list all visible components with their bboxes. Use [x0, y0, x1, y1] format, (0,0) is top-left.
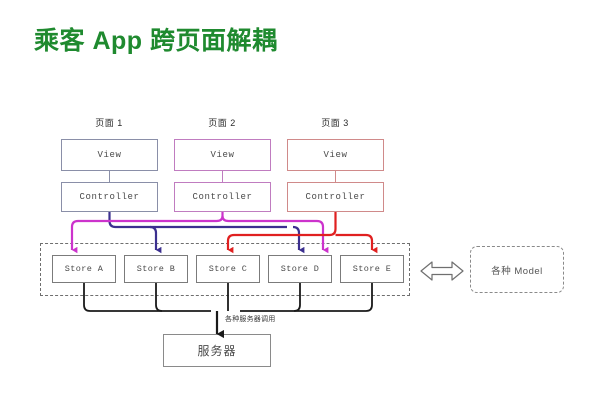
store-box-b[interactable]: Store B: [124, 255, 188, 283]
controller-box-page-2[interactable]: Controller: [174, 182, 271, 212]
view-box-page-3[interactable]: View: [287, 139, 384, 171]
store-box-c[interactable]: Store C: [196, 255, 260, 283]
page-label-1: 页面 1: [95, 118, 123, 128]
store-box-d[interactable]: Store D: [268, 255, 332, 283]
view-box-page-2[interactable]: View: [174, 139, 271, 171]
controller-box-page-1[interactable]: Controller: [61, 182, 158, 212]
page-label-2: 页面 2: [208, 118, 236, 128]
store-box-a[interactable]: Store A: [52, 255, 116, 283]
page-title: 乘客 App 跨页面解耦: [34, 27, 278, 55]
model-container[interactable]: 各种 Model: [470, 246, 564, 293]
store-box-e[interactable]: Store E: [340, 255, 404, 283]
server-box[interactable]: 服务器: [163, 334, 271, 367]
view-controller-links: [109, 171, 336, 182]
server-edge-label: 各种服务器调用: [225, 316, 276, 323]
page-label-3: 页面 3: [321, 118, 349, 128]
controller-box-page-3[interactable]: Controller: [287, 182, 384, 212]
bidirectional-arrow-icon: [420, 261, 464, 281]
view-box-page-1[interactable]: View: [61, 139, 158, 171]
